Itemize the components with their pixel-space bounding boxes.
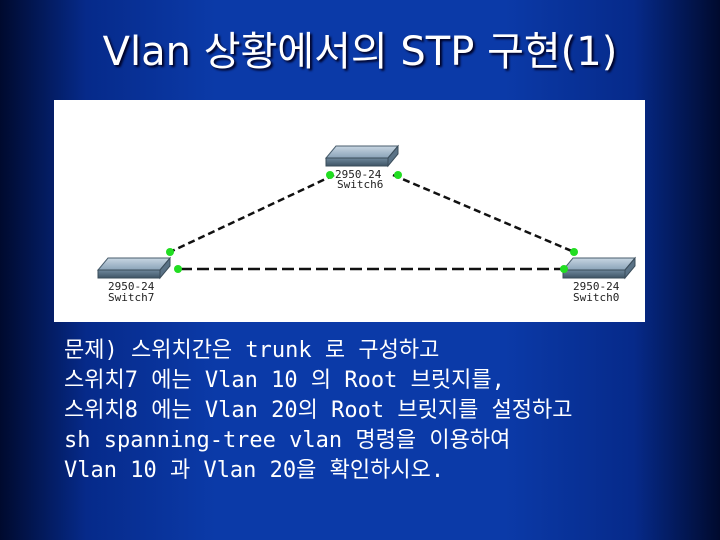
switch6-model-label: 2950-24 <box>335 168 382 181</box>
network-diagram: 2950-24 Switch6 2950-24 Switch7 2950-24 … <box>54 100 645 322</box>
switch0-icon[interactable] <box>561 256 637 280</box>
problem-line-3: 스위치8 에는 Vlan 20의 Root 브릿지를 설정하고 <box>64 398 573 423</box>
port-light-switch0-left <box>560 265 568 273</box>
topology-canvas: 2950-24 Switch6 2950-24 Switch7 2950-24 … <box>96 144 637 304</box>
problem-line-2: 스위치7 에는 Vlan 10 의 Root 브릿지를, <box>64 368 505 393</box>
problem-text: 문제) 스위치간은 trunk 로 구성하고 스위치7 에는 Vlan 10 의… <box>64 336 704 486</box>
port-light-switch0-top <box>570 248 578 256</box>
port-light-switch7-top <box>166 248 174 256</box>
link-switch6-switch0 <box>392 173 575 254</box>
problem-line-5: Vlan 10 과 Vlan 20을 확인하시오. <box>64 458 445 483</box>
problem-line-4: sh spanning-tree vlan 명령을 이용하여 <box>64 428 511 453</box>
switch7-model-label: 2950-24 <box>108 280 155 293</box>
port-light-switch6-right <box>394 171 402 179</box>
problem-line-1: 문제) 스위치간은 trunk 로 구성하고 <box>64 338 440 363</box>
port-light-switch6-left <box>326 171 334 179</box>
switch7-icon[interactable] <box>96 256 172 280</box>
switch6-name-label: Switch6 <box>337 178 383 191</box>
link-switch6-switch7 <box>169 173 335 254</box>
switch6-icon[interactable] <box>324 144 400 168</box>
slide-title: Vlan 상황에서의 STP 구현(1) <box>102 29 618 75</box>
switch7-name-label: Switch7 <box>108 291 154 304</box>
port-light-switch7-right <box>174 265 182 273</box>
switch0-model-label: 2950-24 <box>573 280 620 293</box>
switch0-name-label: Switch0 <box>573 291 619 304</box>
